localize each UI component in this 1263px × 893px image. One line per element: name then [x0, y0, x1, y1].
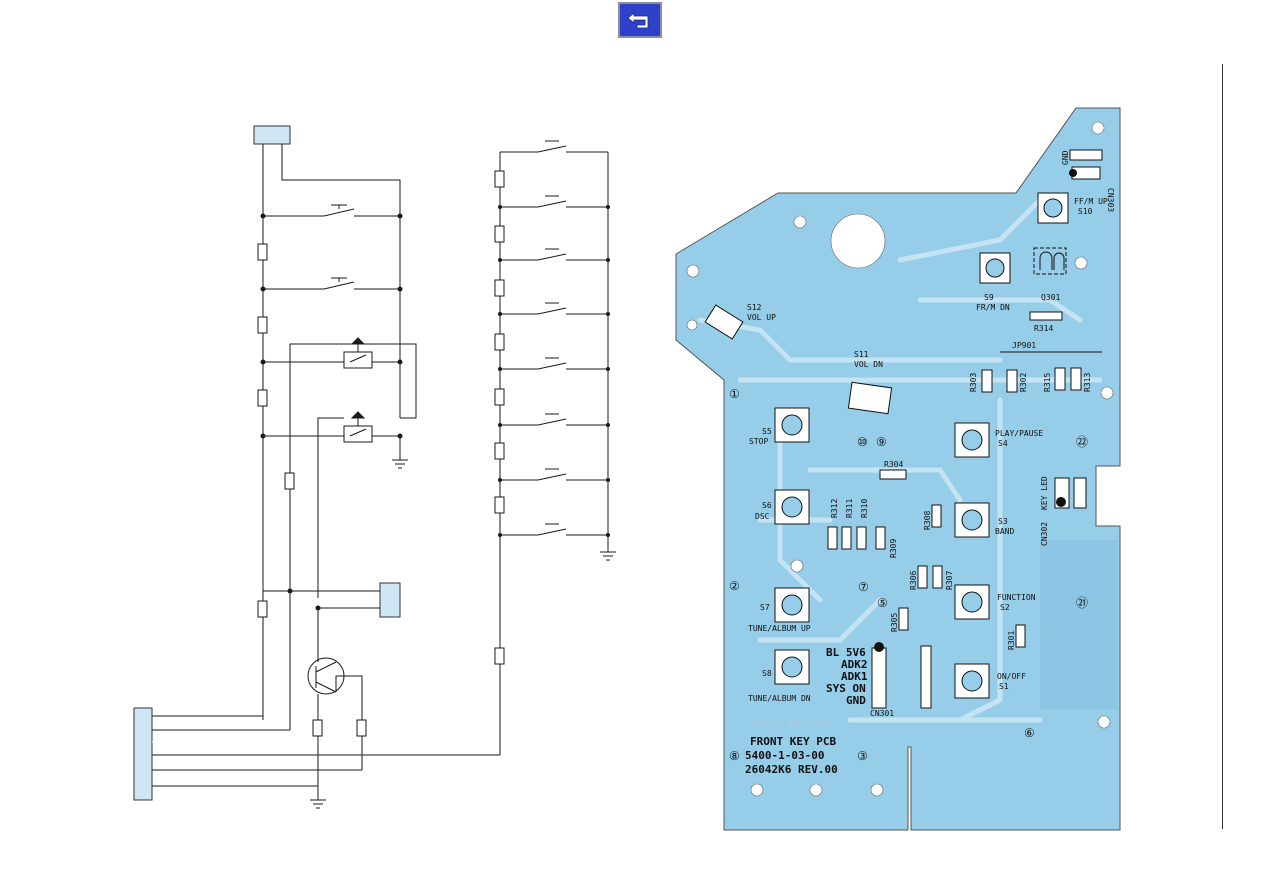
key-led-label: KEY LED	[1040, 476, 1049, 510]
cn301-pin-3: ADK1	[841, 670, 868, 683]
s1-label: ON/OFF	[997, 672, 1026, 681]
marker-22: ㉒	[1076, 435, 1088, 449]
r302-label: R302	[1019, 373, 1028, 392]
marker-3: ③	[857, 749, 868, 763]
s11-ref: S11	[854, 350, 869, 359]
marker-2: ②	[729, 579, 740, 593]
s1-ref: S1	[999, 682, 1009, 691]
s8-ref: S8	[762, 669, 772, 678]
cn301-pin-5: GND	[846, 694, 866, 707]
s2-ref: S2	[1000, 603, 1010, 612]
s10-ref: S10	[1078, 207, 1093, 216]
s7-ref: S7	[760, 603, 770, 612]
s2-label: FUNCTION	[997, 593, 1036, 602]
s12-label: VOL UP	[747, 313, 776, 322]
r307-label: R307	[945, 571, 954, 590]
cn303-label: CN303	[1106, 188, 1115, 212]
cn301-pin-4: SYS ON	[826, 682, 866, 695]
jp901-label: JP901	[1012, 341, 1036, 350]
r309-label: R309	[889, 539, 898, 558]
connector-top	[253, 125, 291, 145]
q301-label: Q301	[1041, 293, 1060, 302]
s10-label: FF/M UP	[1074, 197, 1108, 206]
gnd-label: GND	[1061, 150, 1070, 165]
schematic-diagram	[133, 125, 616, 809]
r312-label: R312	[830, 499, 839, 518]
r306-label: R306	[909, 571, 918, 590]
r303-label: R303	[969, 373, 978, 392]
s6-ref: S6	[762, 501, 772, 510]
pcb-title-line3: 26042K6 REV.00	[745, 763, 838, 776]
cn301-pin-1: BL 5V6	[826, 646, 866, 659]
s8-label: TUNE/ALBUM DN	[748, 694, 811, 703]
marker-10: ⑩	[857, 435, 868, 449]
s12-ref: S12	[747, 303, 762, 312]
s5-ref: S5	[762, 427, 772, 436]
r311-label: R311	[845, 499, 854, 518]
r308-label: R308	[923, 511, 932, 530]
pcb-title-line1: FRONT KEY PCB	[750, 735, 836, 748]
s9-ref: S9	[984, 293, 994, 302]
pcb-title-line2: 5400-1-03-00	[745, 749, 824, 762]
s11-label: VOL DN	[854, 360, 883, 369]
s3-ref: S3	[998, 517, 1008, 526]
cn302-label-visible: CN302	[1040, 522, 1049, 546]
page-divider	[1222, 64, 1223, 829]
r304-label: R304	[884, 460, 903, 469]
r301-label: R301	[1007, 631, 1016, 650]
s7-label: TUNE/ALBUM UP	[748, 624, 811, 633]
s3-label: BAND	[995, 527, 1014, 536]
r313-label: R313	[1083, 373, 1092, 392]
back-button[interactable]	[618, 2, 662, 38]
r310-label: R310	[860, 499, 869, 518]
s5-label: STOP	[749, 437, 768, 446]
r314-label: R314	[1034, 324, 1053, 333]
marker-1: ①	[729, 387, 740, 401]
s4-ref: S4	[998, 439, 1008, 448]
marker-8: ⑧	[729, 749, 740, 763]
marker-7: ⑦	[858, 580, 869, 594]
connector-bottom	[133, 707, 153, 801]
s4-label: PLAY/PAUSE	[995, 429, 1043, 438]
cn301-pin-2: ADK2	[841, 658, 868, 671]
r305-label: R305	[890, 613, 899, 632]
switch-ladder	[500, 140, 608, 536]
marker-6: ⑥	[1024, 726, 1035, 740]
s6-label: DSC	[755, 512, 770, 521]
marker-9: ⑨	[876, 435, 887, 449]
cn301-label: CN301	[870, 709, 894, 718]
marker-5: ⑤	[877, 596, 888, 610]
pcb-ghost-title: FRONT KEY PCB	[752, 719, 830, 730]
s9-label: FR/M DN	[976, 303, 1010, 312]
r315-label: R315	[1043, 373, 1052, 392]
marker-21: ㉑	[1076, 596, 1088, 610]
connector-mid	[379, 582, 401, 618]
return-arrow-icon	[627, 12, 649, 29]
